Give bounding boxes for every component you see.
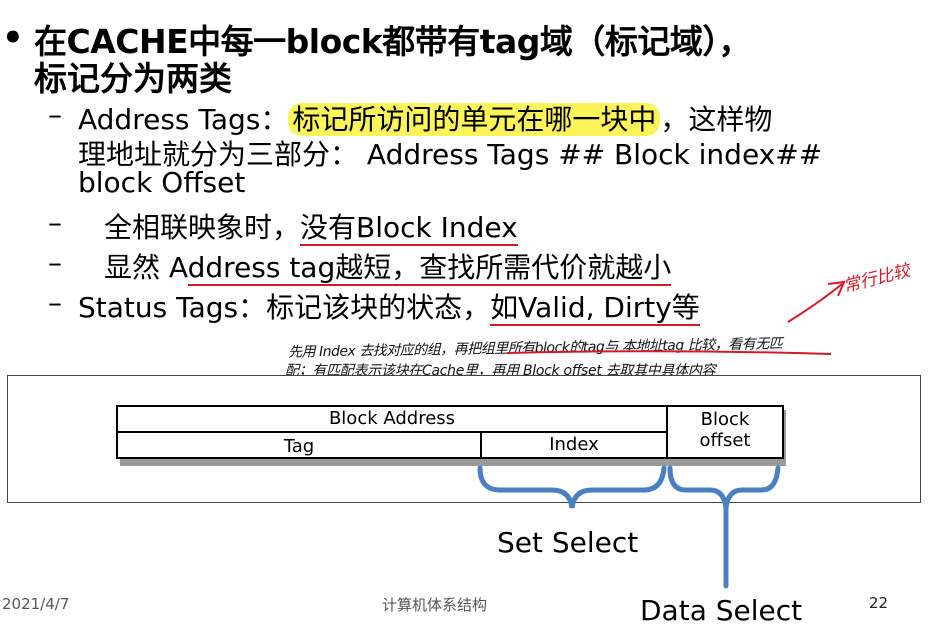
tag-cell: Tag — [118, 433, 482, 457]
block-offset-line2: offset — [699, 430, 751, 451]
item3-text-pre: 显然 A — [104, 251, 188, 284]
title-bullet: • — [2, 18, 24, 58]
set-select-brace-icon — [477, 465, 667, 509]
index-cell: Index — [482, 433, 668, 457]
item2-text: 全相联映象时，没有Block Index — [104, 206, 518, 246]
item1-rest: ，这样物 — [660, 103, 773, 136]
set-select-label: Set Select — [497, 526, 639, 559]
item3-text: 显然 Address tag越短，查找所需代价就越小 — [104, 246, 672, 286]
handwritten-arrow-icon — [787, 280, 846, 323]
footer-date: 2021/4/7 — [2, 595, 70, 613]
data-select-label: Data Select — [640, 594, 803, 627]
address-field-diagram: Block Address Tag Index Block offset — [116, 405, 784, 459]
footer-course: 计算机体系结构 — [382, 596, 488, 614]
block-offset-line1: Block — [700, 409, 750, 430]
item4-text-underlined: 如Valid, Dirty等 — [490, 291, 700, 326]
item1-line1: Address Tags：标记所访问的单元在哪一块中，这样物 — [78, 98, 772, 138]
item4-text: Status Tags：标记该块的状态，如Valid, Dirty等 — [78, 286, 700, 326]
block-offset-cell: Block offset — [668, 409, 782, 451]
block-address-cell: Block Address — [118, 407, 668, 433]
item1-label: Address Tags： — [78, 103, 289, 136]
item1-highlight: 标记所访问的单元在哪一块中 — [288, 103, 661, 136]
footer-page-number: 22 — [869, 594, 889, 612]
item1-line3: block Offset — [78, 166, 246, 199]
item1-line2: 理地址就分为三部分： Address Tags ## Block index## — [78, 138, 823, 171]
item4-text-pre: Status Tags：标记该块的状态， — [78, 291, 491, 324]
item4-dash: – — [48, 286, 62, 319]
item2-text-underlined: 没有Block Index — [300, 211, 518, 246]
item2-text-pre: 全相联映象时， — [104, 211, 301, 244]
data-select-brace-icon — [667, 465, 781, 509]
item2-dash: – — [48, 206, 62, 239]
slide-title-line1: 在CACHE中每一block都带有tag域（标记域）， — [34, 22, 751, 61]
slide-title-line2: 标记分为两类 — [34, 59, 232, 98]
item3-dash: – — [48, 246, 62, 279]
select-braces — [477, 465, 781, 589]
item3-text-underlined: ddress tag越短，查找所需代价就越小 — [187, 251, 672, 286]
item1-dash: – — [48, 98, 62, 131]
handwritten-underline — [506, 350, 832, 355]
